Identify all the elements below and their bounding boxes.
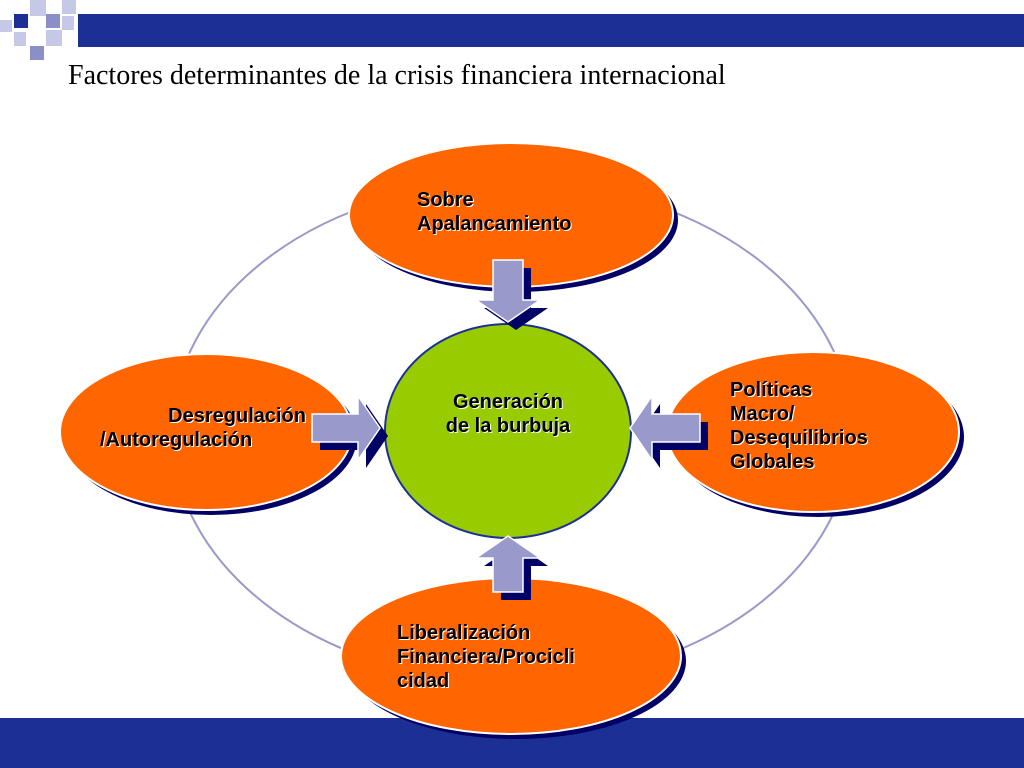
corner-square-light-1 [0,20,12,32]
bottom-node-line-1: Liberalización [397,622,531,644]
left-node-line-2: /Autoregulación [100,429,253,451]
corner-square-mid-1 [46,14,60,28]
bottom-node-line-2: Financiera/Procicli [397,646,575,668]
slide-title: Factores determinantes de la crisis fina… [68,60,726,91]
corner-square-light-3 [62,0,76,14]
bottom-node-line-3: cidad [397,670,450,692]
corner-square-light-5 [46,30,62,46]
right-node-label: Políticas Macro/ Desequilibrios Globales [730,378,868,474]
center-node-line-2: de la burbuja [445,415,571,437]
right-node-line-3: Desequilibrios [730,427,868,449]
top-node-label: Sobre Apalancamiento [417,188,571,236]
corner-square-light-6 [62,16,74,30]
corner-square-dark-1 [14,14,28,28]
top-node-line-1: Sobre [417,189,474,211]
arrow-up [473,535,548,600]
center-node-line-1: Generación [452,391,564,413]
arrow-right [311,393,388,468]
left-node-line-1: Desregulación [168,405,306,427]
corner-square-mid-2 [30,46,44,60]
left-node-label: Desregulación /Autoregulación [100,404,306,452]
arrow-down [473,259,548,330]
corner-square-light-4 [14,32,26,46]
right-node-line-2: Macro/ [730,403,795,425]
top-node-line-2: Apalancamiento [417,213,572,235]
corner-square-light-2 [30,0,46,16]
center-node-label: Generación de la burbuja [408,390,608,438]
right-node-line-1: Políticas [730,379,813,401]
right-node-line-4: Globales [730,451,815,473]
header-band [78,14,1024,47]
bottom-node-label: Liberalización Financiera/Procicli cidad [397,621,575,693]
arrow-left [629,393,708,468]
